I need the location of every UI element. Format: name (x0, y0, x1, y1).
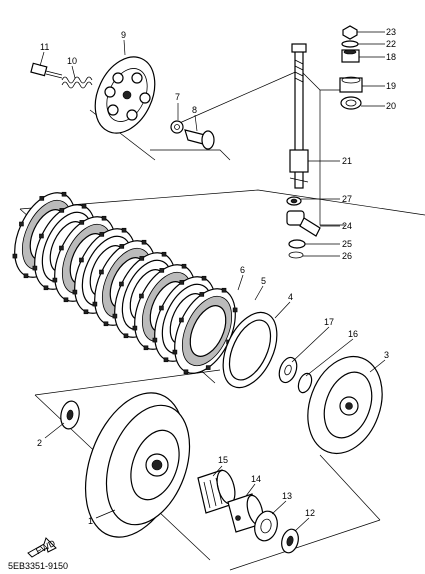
part-27-bushing (286, 196, 302, 206)
part-22-washer (341, 40, 359, 48)
part-26-circlip (288, 251, 304, 259)
part-25-washer (288, 239, 306, 249)
part-20-seal (340, 96, 362, 110)
part-code: 5EB3351-9150 (8, 561, 68, 571)
label-23: 23 (386, 27, 396, 37)
part-24-lever (286, 210, 321, 237)
part-7-bearing (170, 120, 184, 134)
part-23-nut (342, 25, 358, 40)
label-4: 4 (288, 292, 293, 302)
label-8: 8 (192, 105, 197, 115)
label-18: 18 (386, 52, 396, 62)
label-3: 3 (384, 350, 389, 360)
label-2: 2 (37, 438, 42, 448)
part-16-ring (297, 372, 313, 394)
part-21-push-rod (289, 43, 309, 189)
label-14: 14 (251, 474, 261, 484)
label-7: 7 (175, 92, 180, 102)
label-5: 5 (261, 276, 266, 286)
part-4-spring-plate (222, 311, 278, 389)
label-25: 25 (342, 239, 352, 249)
label-22: 22 (386, 39, 396, 49)
label-24: 24 (342, 221, 352, 231)
label-1: 1 (88, 516, 93, 526)
label-12: 12 (305, 508, 315, 518)
label-15: 15 (218, 455, 228, 465)
part-3-clutch-boss (307, 355, 383, 455)
part-1-clutch-housing (84, 392, 191, 538)
part-11-bolt (30, 62, 63, 79)
label-13: 13 (282, 491, 292, 501)
part-17-washer (278, 356, 298, 384)
label-11: 11 (40, 42, 49, 52)
label-6: 6 (240, 265, 245, 275)
part-18-bearing (341, 49, 360, 63)
label-10: 10 (67, 56, 77, 66)
part-2-thrust-washer (60, 400, 80, 430)
part-19-bearing (339, 76, 363, 93)
clutch-plate (172, 287, 238, 375)
fwd-arrow-icon: FWD (27, 537, 57, 558)
label-20: 20 (386, 101, 396, 111)
leader-lines (39, 31, 386, 532)
label-16: 16 (348, 329, 358, 339)
label-17: 17 (324, 317, 334, 327)
part-13-washer (254, 510, 278, 542)
fwd-label: FWD (34, 538, 57, 557)
part-8-push-piece (184, 129, 215, 150)
label-9: 9 (121, 30, 126, 40)
label-26: 26 (342, 251, 352, 261)
label-27: 27 (342, 194, 352, 204)
callout-labels: 11 10 9 7 8 23 22 18 19 20 21 27 24 25 2… (37, 27, 396, 526)
clutch-plate-stack (12, 191, 238, 375)
part-12-nut (281, 528, 299, 554)
part-10-spring (61, 76, 93, 89)
part-9-pressure-plate (94, 56, 156, 134)
label-21: 21 (342, 156, 352, 166)
label-19: 19 (386, 81, 396, 91)
